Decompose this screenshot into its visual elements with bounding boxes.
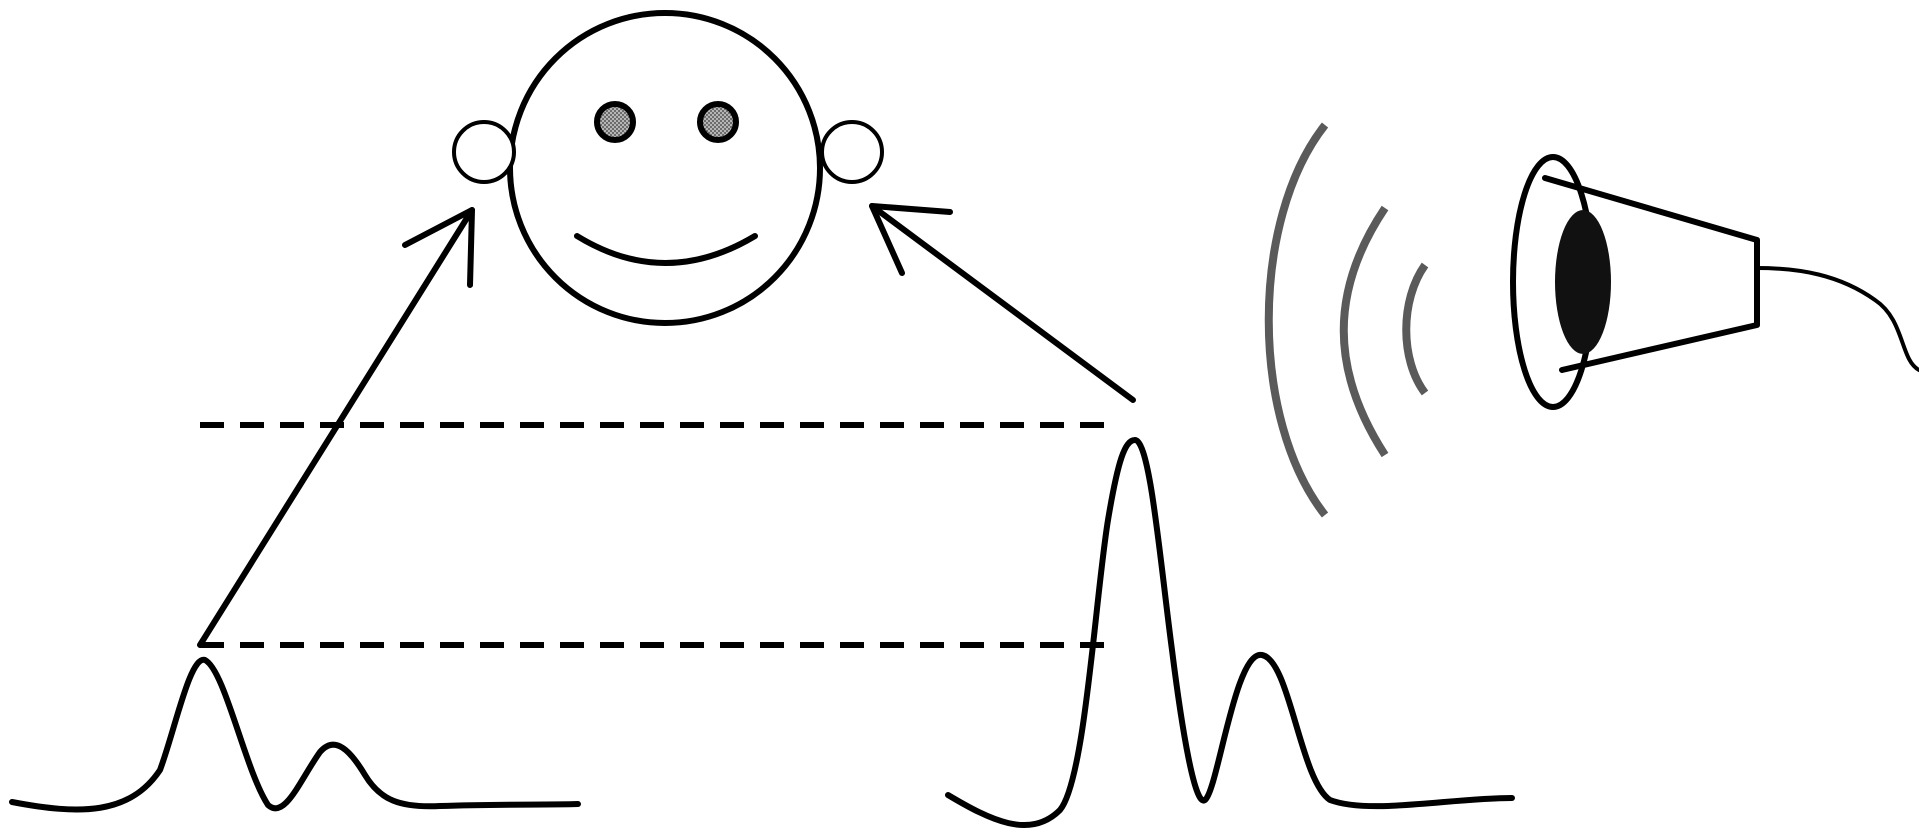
speaker-cable [1757, 268, 1919, 370]
right-arrow [872, 206, 1133, 400]
speaker-cone [1555, 210, 1611, 354]
left-eye [597, 104, 633, 140]
sound-wave-arc-inner [1406, 265, 1425, 393]
face-icon [454, 13, 882, 323]
right-ear [822, 122, 882, 182]
head-outline [510, 13, 820, 323]
left-waveform [12, 660, 578, 810]
right-arrow-shaft [872, 206, 1133, 400]
right-eye [700, 104, 736, 140]
right-waveform [948, 440, 1512, 825]
loudspeaker-icon [1513, 157, 1919, 407]
mouth [577, 236, 755, 263]
sound-wave-arc-middle [1344, 208, 1385, 455]
sound-wave-icon [1269, 125, 1425, 515]
sound-wave-arc-outer [1269, 125, 1325, 515]
left-ear [454, 122, 514, 182]
